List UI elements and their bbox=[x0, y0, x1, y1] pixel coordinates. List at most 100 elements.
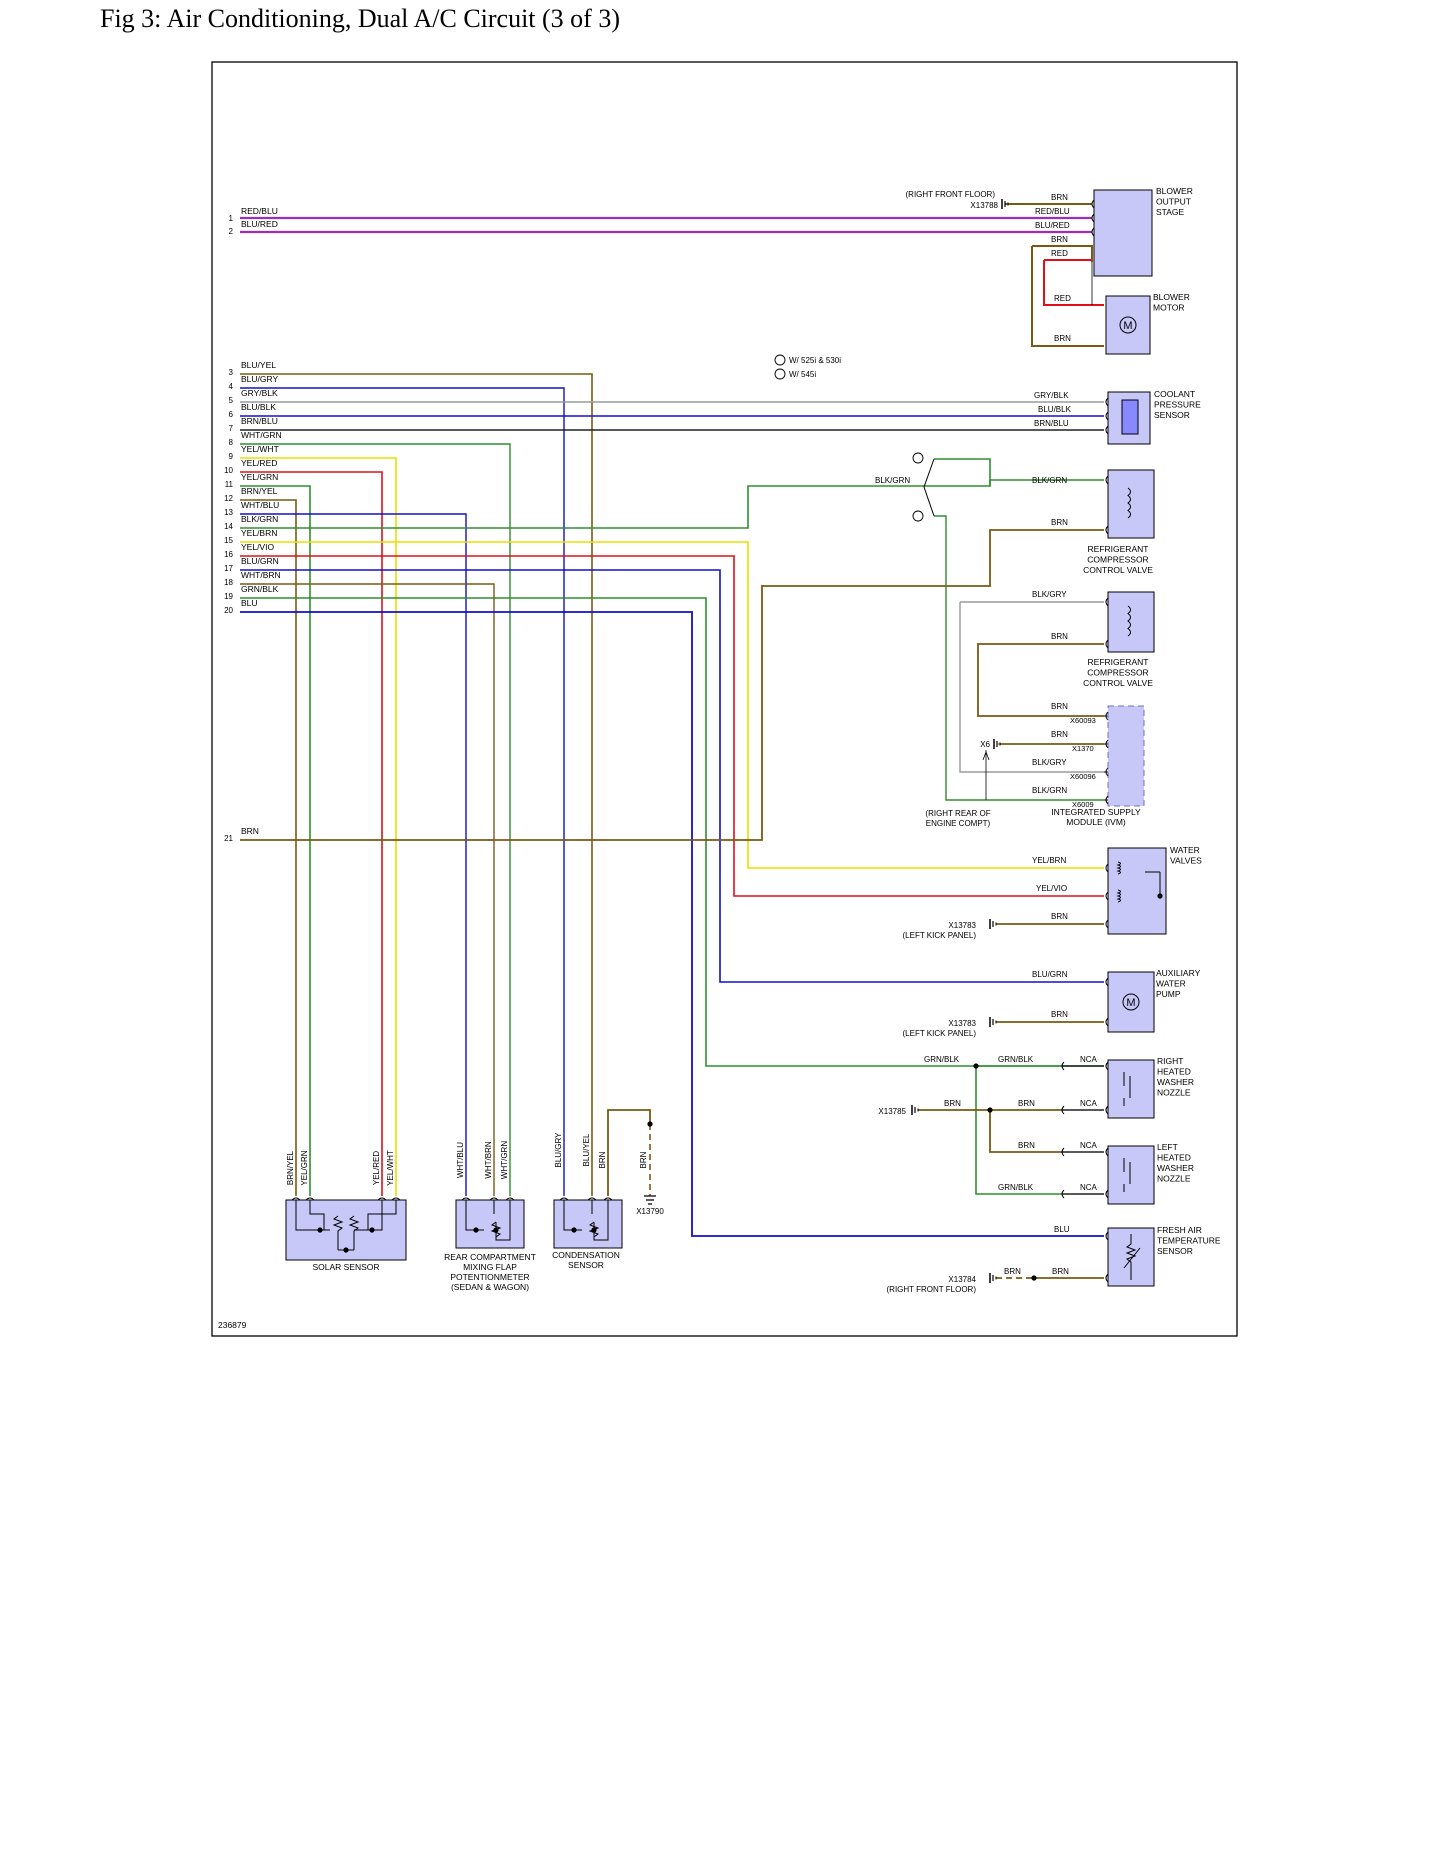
ground-location: (RIGHT REAR OF bbox=[925, 809, 990, 818]
connector-id: X60093 bbox=[1070, 716, 1096, 725]
rccv1-label-line: REFRIGERANT bbox=[1088, 544, 1149, 554]
wire-label: BRN bbox=[1018, 1141, 1035, 1150]
terminal bbox=[1061, 1189, 1065, 1199]
wire-label: BRN bbox=[1054, 334, 1071, 343]
pin-wire-label: YEL/WHT bbox=[241, 444, 279, 454]
wire-grn-blk bbox=[240, 597, 1104, 1067]
connector-id: X60096 bbox=[1070, 772, 1096, 781]
pin-number: 21 bbox=[224, 834, 233, 843]
labels: 1RED/BLU2BLU/RED3BLU/YEL4BLU/GRY5GRY/BLK… bbox=[218, 186, 1221, 1330]
pin-number: 16 bbox=[224, 550, 233, 559]
terminal bbox=[1105, 411, 1109, 421]
pin-number: 4 bbox=[229, 382, 234, 391]
wire-label: BRN bbox=[1051, 1010, 1068, 1019]
pin-wire-label: BLK/GRN bbox=[241, 514, 278, 524]
left-nozzle-label-line: LEFT bbox=[1157, 1142, 1178, 1152]
splice-dot bbox=[317, 1227, 323, 1233]
pin-wire-label: RED/BLU bbox=[241, 206, 278, 216]
heater-symbol bbox=[1123, 1158, 1131, 1192]
terminal bbox=[1105, 1189, 1109, 1199]
pin-number: 2 bbox=[229, 227, 234, 236]
wire-brn-yel bbox=[240, 499, 297, 1196]
wire-lnz-grnblk bbox=[975, 1066, 1062, 1195]
note-circle bbox=[774, 354, 786, 366]
wire-label: BRN/YEL bbox=[286, 1150, 295, 1185]
ground-id: X6 bbox=[980, 740, 990, 749]
terminal bbox=[1105, 863, 1109, 873]
splice-dot bbox=[973, 1063, 979, 1069]
wire-label: YEL/BRN bbox=[1032, 856, 1066, 865]
pin-wire-label: BRN bbox=[241, 826, 259, 836]
ground-x13788 bbox=[1001, 199, 1009, 209]
rear-pot-label-line: (SEDAN & WAGON) bbox=[451, 1282, 529, 1292]
wires bbox=[240, 203, 1119, 1279]
note-circle bbox=[774, 368, 786, 380]
rear-pot-label-line: MIXING FLAP bbox=[463, 1262, 517, 1272]
wire-label: BRN bbox=[1051, 912, 1068, 921]
aux-pump-label-line: PUMP bbox=[1156, 989, 1181, 999]
ground-x13783-b bbox=[989, 1017, 997, 1027]
wire-label: YEL/RED bbox=[372, 1151, 381, 1185]
ground-id: X13785 bbox=[878, 1107, 906, 1116]
ground-location: (LEFT KICK PANEL) bbox=[903, 931, 977, 940]
figure-id: 236879 bbox=[218, 1320, 247, 1330]
wire-wht-grn bbox=[240, 443, 511, 1196]
aux-pump-label-line: WATER bbox=[1156, 979, 1186, 989]
cond-internal bbox=[563, 1200, 609, 1241]
wire-label: BRN bbox=[1051, 702, 1068, 711]
blower-motor-label-line: MOTOR bbox=[1153, 303, 1184, 313]
terminal bbox=[1105, 919, 1109, 929]
wire-label: BLU/YEL bbox=[582, 1133, 591, 1166]
splice-dot bbox=[1031, 1275, 1037, 1281]
motor-letter: M bbox=[1123, 320, 1132, 332]
coolant-pressure-sensor-label-line: COOLANT bbox=[1154, 389, 1195, 399]
wire-blu-grn bbox=[240, 569, 1104, 983]
terminal bbox=[1105, 1017, 1109, 1027]
wire-rccv2-brn bbox=[977, 643, 1104, 717]
condensation-sensor bbox=[553, 1199, 623, 1249]
wire-yel-brn bbox=[240, 541, 1104, 869]
pin-wire-label: WHT/BLU bbox=[241, 500, 279, 510]
ivm-label-line: INTEGRATED SUPPLY bbox=[1051, 807, 1141, 817]
terminal bbox=[1091, 213, 1095, 223]
terminal bbox=[391, 1197, 401, 1201]
pin-number: 13 bbox=[224, 508, 233, 517]
pin-number: 3 bbox=[229, 368, 234, 377]
wire-label: BRN bbox=[598, 1151, 607, 1168]
ground-x13784 bbox=[989, 1273, 997, 1283]
wire-ivm-blkgry bbox=[959, 602, 1104, 773]
terminal bbox=[1105, 1105, 1109, 1115]
ground-location: (LEFT KICK PANEL) bbox=[903, 1029, 977, 1038]
connector-id: X6009 bbox=[1072, 800, 1094, 809]
pin-number: 14 bbox=[224, 522, 233, 531]
terminal bbox=[489, 1197, 499, 1201]
blower-output-stage-label-line: BLOWER bbox=[1156, 186, 1193, 196]
wire-label: NCA bbox=[1080, 1141, 1098, 1150]
pin-number: 9 bbox=[229, 452, 234, 461]
motor-symbol bbox=[1119, 316, 1137, 334]
pin-wire-label: YEL/GRN bbox=[241, 472, 278, 482]
ground-id: X13783 bbox=[948, 1019, 976, 1028]
wire-label: GRY/BLK bbox=[1034, 391, 1069, 400]
switch-symbol bbox=[923, 458, 935, 517]
wire-blower-motor-brn bbox=[1031, 246, 1104, 347]
wire-label: BRN bbox=[1052, 1267, 1069, 1276]
wire-label: BRN/BLU bbox=[1034, 419, 1069, 428]
right-nozzle-label-line: WASHER bbox=[1157, 1077, 1194, 1087]
fresh-air-label-line: FRESH AIR bbox=[1157, 1225, 1202, 1235]
wire-label: BLK/GRN bbox=[875, 476, 910, 485]
coil-symbol bbox=[1116, 861, 1121, 875]
wire-label: BRN bbox=[944, 1099, 961, 1108]
wire-label: BLU/RED bbox=[1035, 221, 1070, 230]
wire-label: NCA bbox=[1080, 1099, 1098, 1108]
page-title: Fig 3: Air Conditioning, Dual A/C Circui… bbox=[100, 4, 620, 33]
ground-location: (RIGHT FRONT FLOOR) bbox=[906, 190, 996, 199]
rccv1-label-line: CONTROL VALVE bbox=[1083, 565, 1153, 575]
wire-yel-red bbox=[240, 471, 383, 1196]
pin-wire-label: GRY/BLK bbox=[241, 388, 278, 398]
terminal bbox=[1091, 227, 1095, 237]
wire-label: BLK/GRN bbox=[1032, 476, 1067, 485]
wire-label: BRN bbox=[1051, 235, 1068, 244]
pot-internal bbox=[465, 1200, 511, 1241]
terminal bbox=[603, 1197, 613, 1201]
